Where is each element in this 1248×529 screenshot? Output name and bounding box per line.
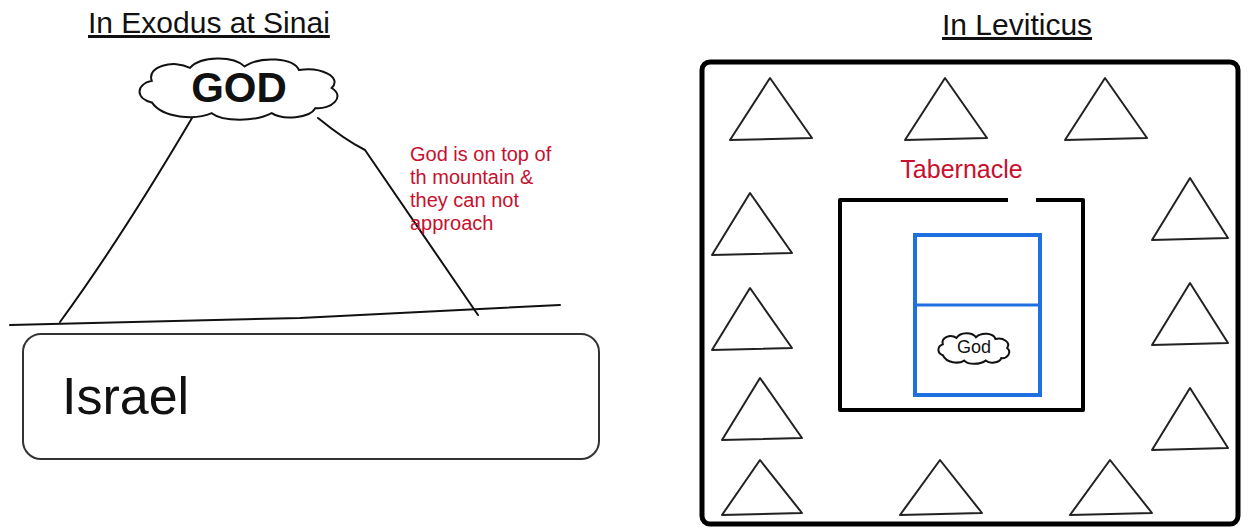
node-label: Israel xyxy=(62,368,189,425)
cloud-outline xyxy=(140,58,338,119)
tent-triangle xyxy=(712,193,792,255)
god-cloud: GOD xyxy=(130,52,348,124)
node-body: Tabernacle xyxy=(838,150,1085,194)
tent-triangle xyxy=(1152,283,1228,345)
tabernacle-wall xyxy=(840,200,1083,410)
cloud-outline xyxy=(938,333,1009,364)
tent-triangle xyxy=(1070,460,1152,515)
node-body: God xyxy=(935,330,1013,366)
node-label: GOD xyxy=(191,65,287,111)
tabernacle-box: TabernacleGod xyxy=(838,150,1085,412)
node-heading: Tabernacle xyxy=(900,156,1022,184)
veil-divider xyxy=(915,304,1040,307)
panel-heading: In Exodus at Sinai xyxy=(88,6,388,41)
people-box: Israel xyxy=(22,333,600,460)
box-outline xyxy=(23,334,599,459)
tent-triangle xyxy=(1065,78,1147,140)
panel-heading: In Leviticus xyxy=(942,8,1202,43)
node-body: Israel xyxy=(22,333,600,460)
annotation-note: God is on top of th mountain & they can … xyxy=(410,143,562,235)
sanctuary-box xyxy=(915,235,1040,395)
camp-border xyxy=(702,62,1238,524)
tent-triangle xyxy=(1152,178,1228,240)
tabernacle-box-outline xyxy=(838,150,1085,412)
tent-triangle xyxy=(722,460,802,515)
ground-line xyxy=(10,305,560,325)
god-cloud: God xyxy=(935,330,1013,366)
tent-triangle xyxy=(900,460,982,515)
node-body: GOD xyxy=(130,52,348,124)
node-label: God xyxy=(957,338,991,358)
tent-triangle xyxy=(722,378,802,440)
tent-triangle xyxy=(712,288,792,350)
tent-triangle xyxy=(1152,388,1228,450)
mountain-left-slope xyxy=(60,118,192,322)
tent-triangle xyxy=(730,78,812,140)
tent-triangle xyxy=(905,78,987,140)
